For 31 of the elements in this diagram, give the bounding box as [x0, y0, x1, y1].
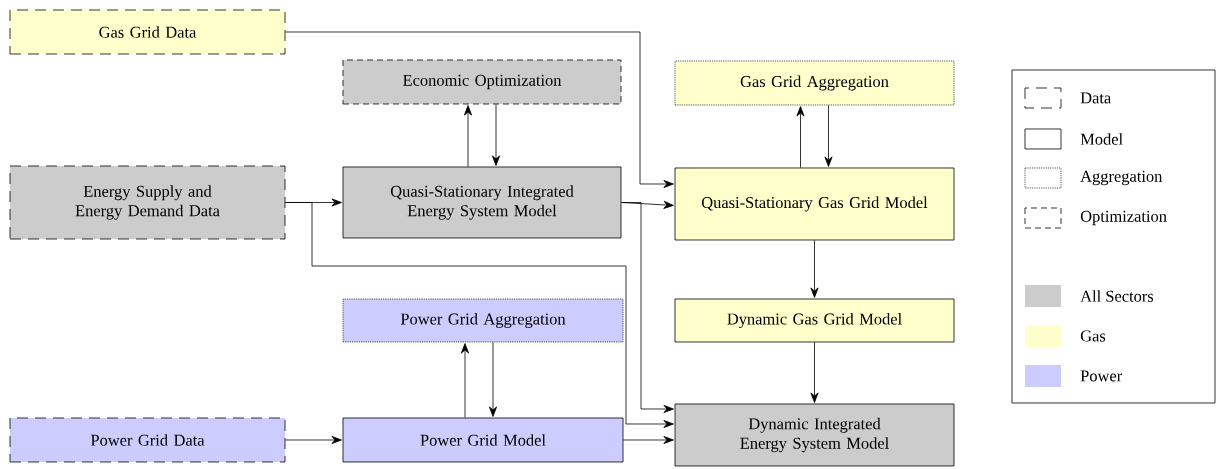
arrow — [489, 342, 497, 417]
legend-label: Aggregation — [1080, 170, 1163, 186]
arrow — [621, 202, 674, 413]
optimization-box: Economic Optimization — [342, 59, 622, 105]
data-box: Gas Grid Data — [9, 9, 286, 55]
data-box: Power Grid Data — [9, 417, 286, 463]
legend-label: Power — [1080, 370, 1123, 382]
arrow — [623, 436, 674, 444]
arrow — [285, 202, 674, 428]
legend-label: Model — [1080, 133, 1123, 145]
aggregation-box: Gas Grid Aggregation — [674, 60, 955, 106]
legend-label: All Sectors — [1080, 290, 1154, 302]
arrow — [285, 436, 342, 444]
model-box: Quasi-Stationary Integrated Energy System Model — [342, 166, 622, 239]
model-box: Dynamic Integrated Energy System Model — [674, 403, 955, 467]
legend-label: Gas — [1080, 330, 1106, 342]
arrow — [464, 105, 472, 167]
legend-label: Data — [1080, 92, 1111, 104]
model-box: Quasi-Stationary Gas Grid Model — [674, 167, 955, 241]
arrow — [824, 105, 833, 167]
data-box: Energy Supply and Energy Demand Data — [9, 165, 286, 240]
arrow — [461, 343, 469, 418]
legend-label: Optimization — [1080, 210, 1167, 226]
aggregation-box: Power Grid Aggregation — [342, 298, 624, 343]
model-box: Dynamic Gas Grid Model — [674, 298, 955, 343]
arrow — [796, 106, 805, 168]
arrow — [285, 31, 674, 188]
model-box: Power Grid Model — [342, 417, 624, 463]
arrow — [810, 342, 819, 403]
arrow — [492, 104, 500, 166]
arrow — [810, 240, 819, 298]
